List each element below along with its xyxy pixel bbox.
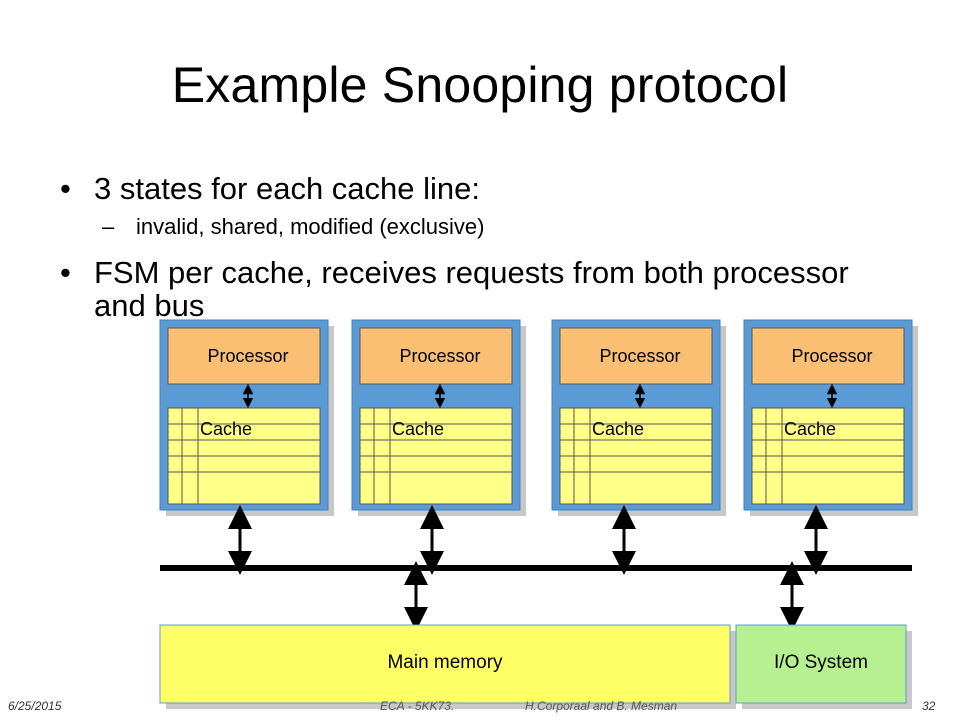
bullet-2: • FSM per cache, receives requests from …	[60, 256, 854, 322]
bullet-1: • 3 states for each cache line:	[60, 171, 480, 207]
footer-course: ECA - 5KK73.	[380, 699, 455, 713]
sub-bullet-marker: –	[102, 214, 115, 239]
processor-label: Processor	[599, 346, 680, 366]
bullet-marker: •	[60, 255, 71, 290]
processor-label: Processor	[791, 346, 872, 366]
footer-page-number: 32	[922, 699, 936, 713]
cache-label: Cache	[392, 419, 444, 439]
processor-label: Processor	[399, 346, 480, 366]
main-memory-box	[159, 624, 731, 704]
footer-date: 6/25/2015	[8, 699, 62, 713]
processor-box	[359, 327, 513, 385]
slide-title: Example Snooping protocol	[171, 57, 789, 113]
processor-box	[559, 327, 713, 385]
cache-label: Cache	[592, 419, 644, 439]
footer-authors: H.Corporaal and B. Mesman	[525, 699, 678, 713]
io-system-label: I/O System	[774, 652, 868, 673]
bullet-2-text: FSM per cache, receives requests from bo…	[94, 255, 849, 323]
cache-label: Cache	[200, 419, 252, 439]
cache-label: Cache	[784, 419, 836, 439]
bullet-1-text: 3 states for each cache line:	[94, 171, 481, 206]
processor-label: Processor	[207, 346, 288, 366]
io-system-box	[735, 624, 907, 704]
bullet-1-sub-1: – invalid, shared, modified (exclusive)	[102, 214, 485, 240]
bullet-1-sub-1-text: invalid, shared, modified (exclusive)	[136, 214, 485, 239]
processor-box	[751, 327, 905, 385]
bullet-marker: •	[60, 171, 71, 206]
main-memory-label: Main memory	[387, 652, 503, 673]
